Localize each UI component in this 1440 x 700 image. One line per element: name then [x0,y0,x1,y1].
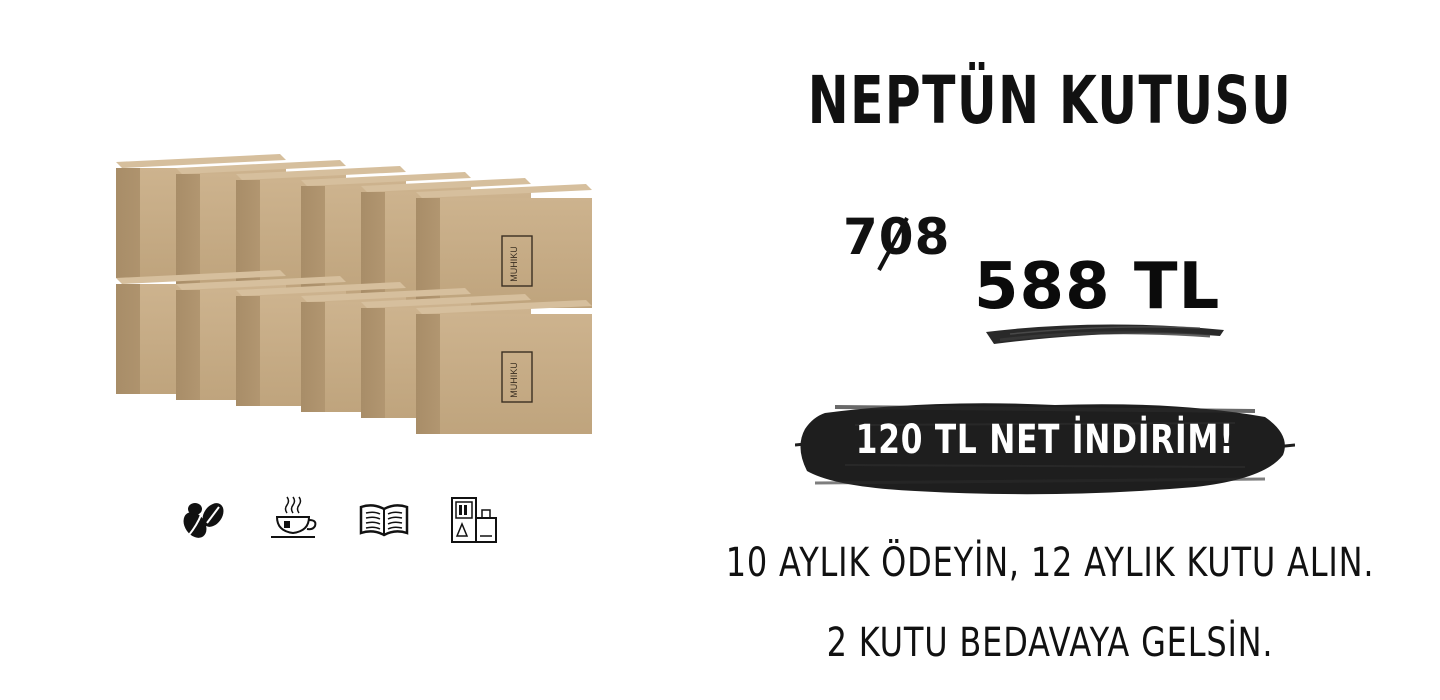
gift-items-icon [444,490,504,550]
tea-cup-icon [264,490,324,550]
brush-underline [986,324,1224,344]
open-book-icon [354,490,414,550]
box-stack-image: MUHIKU [110,140,600,450]
discount-banner: 120 TL NET İNDİRİM! [795,395,1295,500]
offer-line-1: 10 AYLIK ÖDEYİN, 12 AYLIK KUTU ALIN. [725,540,1375,586]
new-price: 588 TL [974,250,1221,324]
discount-label: 120 TL NET İNDİRİM! [855,417,1235,463]
svg-text:MUHIKU: MUHIKU [509,246,519,282]
svg-text:MUHIKU: MUHIKU [509,362,519,398]
brush-stroke-background [795,403,1295,495]
content-icons [170,490,510,550]
offer-line-2: 2 KUTU BEDAVAYA GELSİN. [826,620,1274,666]
old-price-strike [877,217,909,271]
product-title: NEPTÜN KUTUSU [807,62,1293,139]
box-row-bottom: MUHIKU [116,270,592,434]
coffee-beans-icon [174,490,234,550]
